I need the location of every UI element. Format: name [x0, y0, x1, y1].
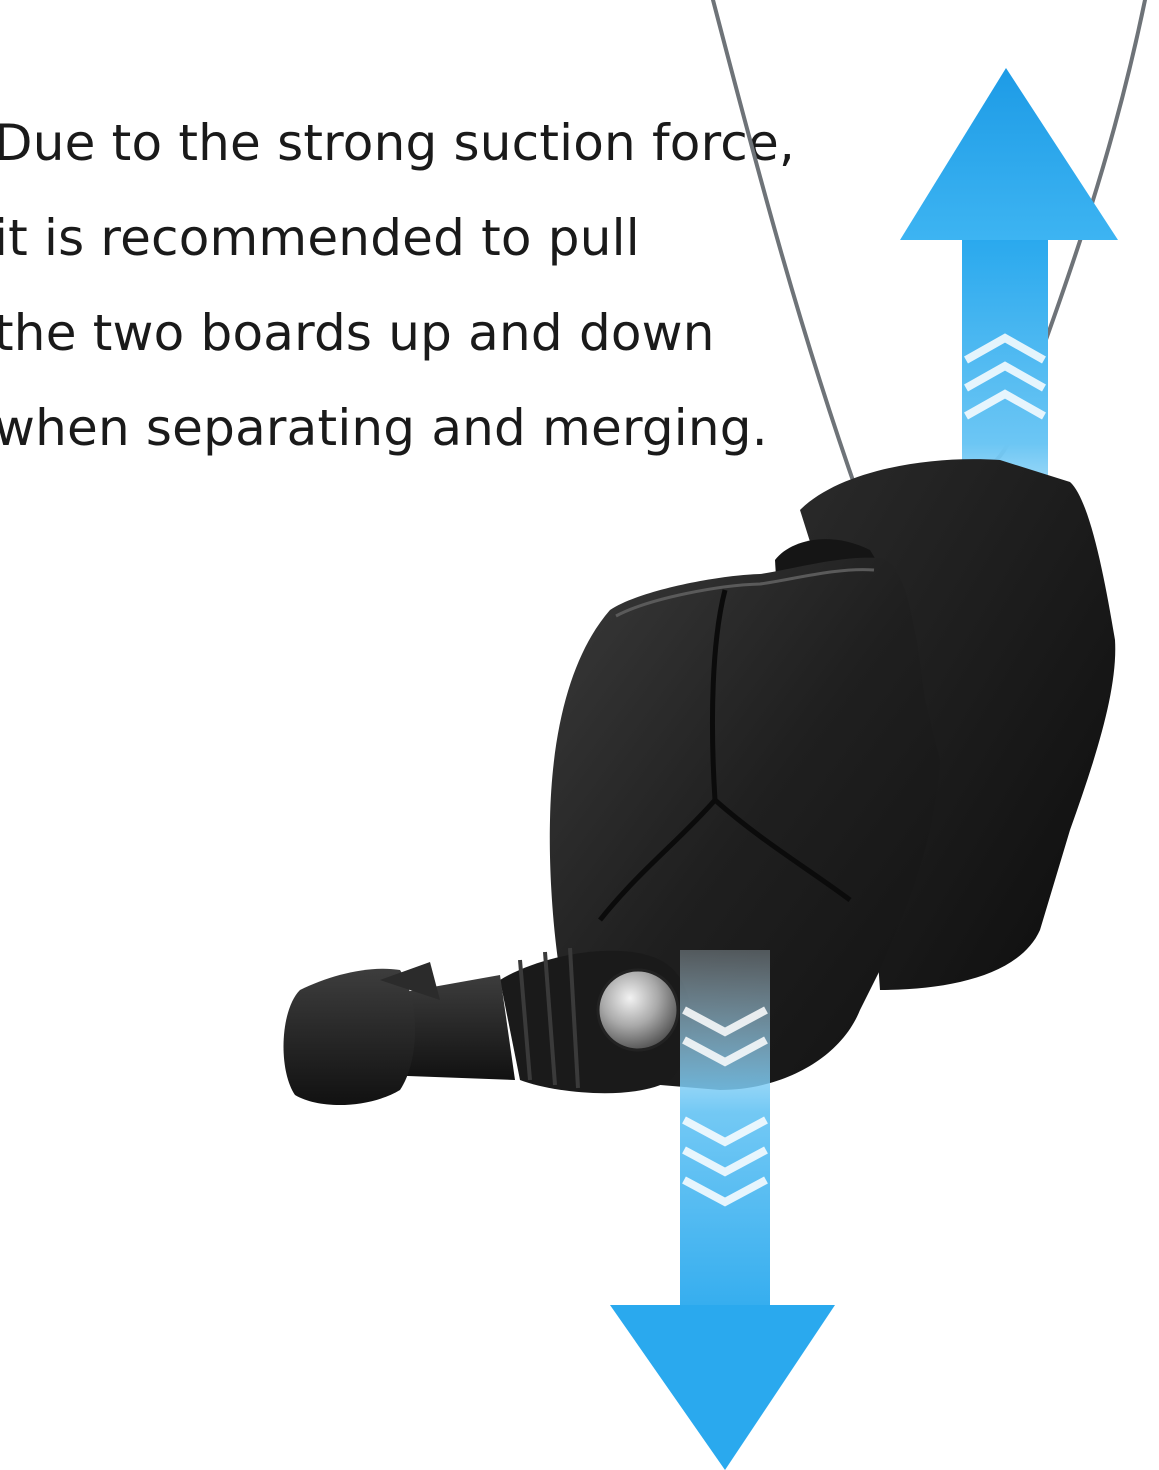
caption-line-1: Due to the strong suction force,: [0, 114, 796, 172]
caption-line-2: it is recommended to pull: [0, 209, 640, 267]
arrow-down-icon: [610, 950, 835, 1470]
instruction-caption: Due to the strong suction force, it is r…: [0, 96, 795, 476]
caption-line-4: when separating and merging.: [0, 399, 768, 457]
lanyard-cord: [711, 0, 1147, 497]
gopro-mount-arm: [283, 947, 692, 1106]
thumb-screw-icon: [598, 970, 678, 1050]
caption-line-3: the two boards up and down: [0, 304, 715, 362]
